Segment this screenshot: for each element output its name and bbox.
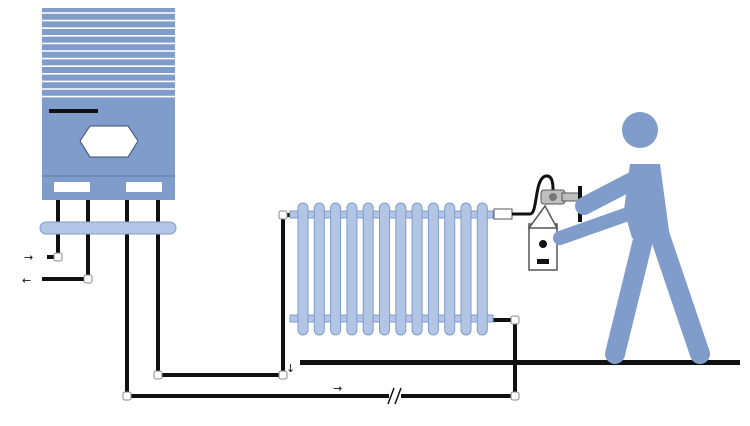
radiator-section (411, 202, 423, 336)
joint (510, 315, 520, 325)
pump-gauge (539, 240, 547, 248)
boiler-vent-slats (42, 12, 175, 98)
radiator-section (444, 202, 456, 336)
boiler-control-left (54, 182, 90, 192)
boiler-body (42, 8, 175, 200)
radiator-section (346, 202, 358, 336)
flow-arrow-down: ↓ (286, 362, 295, 375)
boiler-display-slot (49, 109, 98, 113)
joint (53, 252, 63, 262)
technician-figure (553, 112, 710, 364)
radiator (289, 202, 530, 336)
flow-arrow-in: → (24, 251, 33, 264)
joint (510, 391, 520, 401)
radiator-section (313, 202, 325, 336)
flow-arrows: → ← ↓ → (22, 251, 342, 395)
joint (153, 370, 163, 380)
joint (278, 210, 288, 220)
radiator-valve (493, 208, 513, 220)
radiator-section (379, 202, 390, 336)
flow-arrow-return: → (333, 382, 342, 395)
person-arm-lower (553, 207, 635, 245)
flow-arrow-out: ← (22, 274, 31, 287)
radiator-section (330, 202, 342, 336)
pump-hose (529, 174, 555, 216)
radiator-section (460, 202, 472, 336)
joint (122, 391, 132, 401)
joint (83, 274, 93, 284)
person-leg-right (650, 226, 710, 364)
radiator-sections (297, 202, 488, 336)
pump-knob (549, 193, 557, 201)
radiator-section (297, 202, 309, 336)
pipe-joints (53, 210, 520, 401)
service-pipe-lower (42, 228, 90, 281)
pipe-network (42, 213, 517, 398)
pipe-break-mark (387, 387, 402, 405)
boiler-control-right (126, 182, 162, 192)
pressure-test-pump (527, 174, 582, 271)
pump-gauge-slot (537, 259, 549, 264)
radiator-bottom-header (289, 314, 494, 323)
boiler-viewport (79, 125, 139, 158)
radiator-section (362, 202, 374, 336)
floor-line (300, 360, 740, 365)
person-leg-left (605, 226, 654, 364)
supply-pipe (156, 213, 292, 377)
radiator-section (476, 202, 488, 336)
radiator-section (427, 202, 439, 336)
joint (278, 370, 288, 380)
person-arm-upper (575, 171, 643, 215)
boiler-manifold (39, 221, 177, 235)
person-head (622, 112, 658, 148)
boiler (39, 8, 177, 235)
radiator-top-header (289, 210, 494, 219)
radiator-section (395, 202, 407, 336)
